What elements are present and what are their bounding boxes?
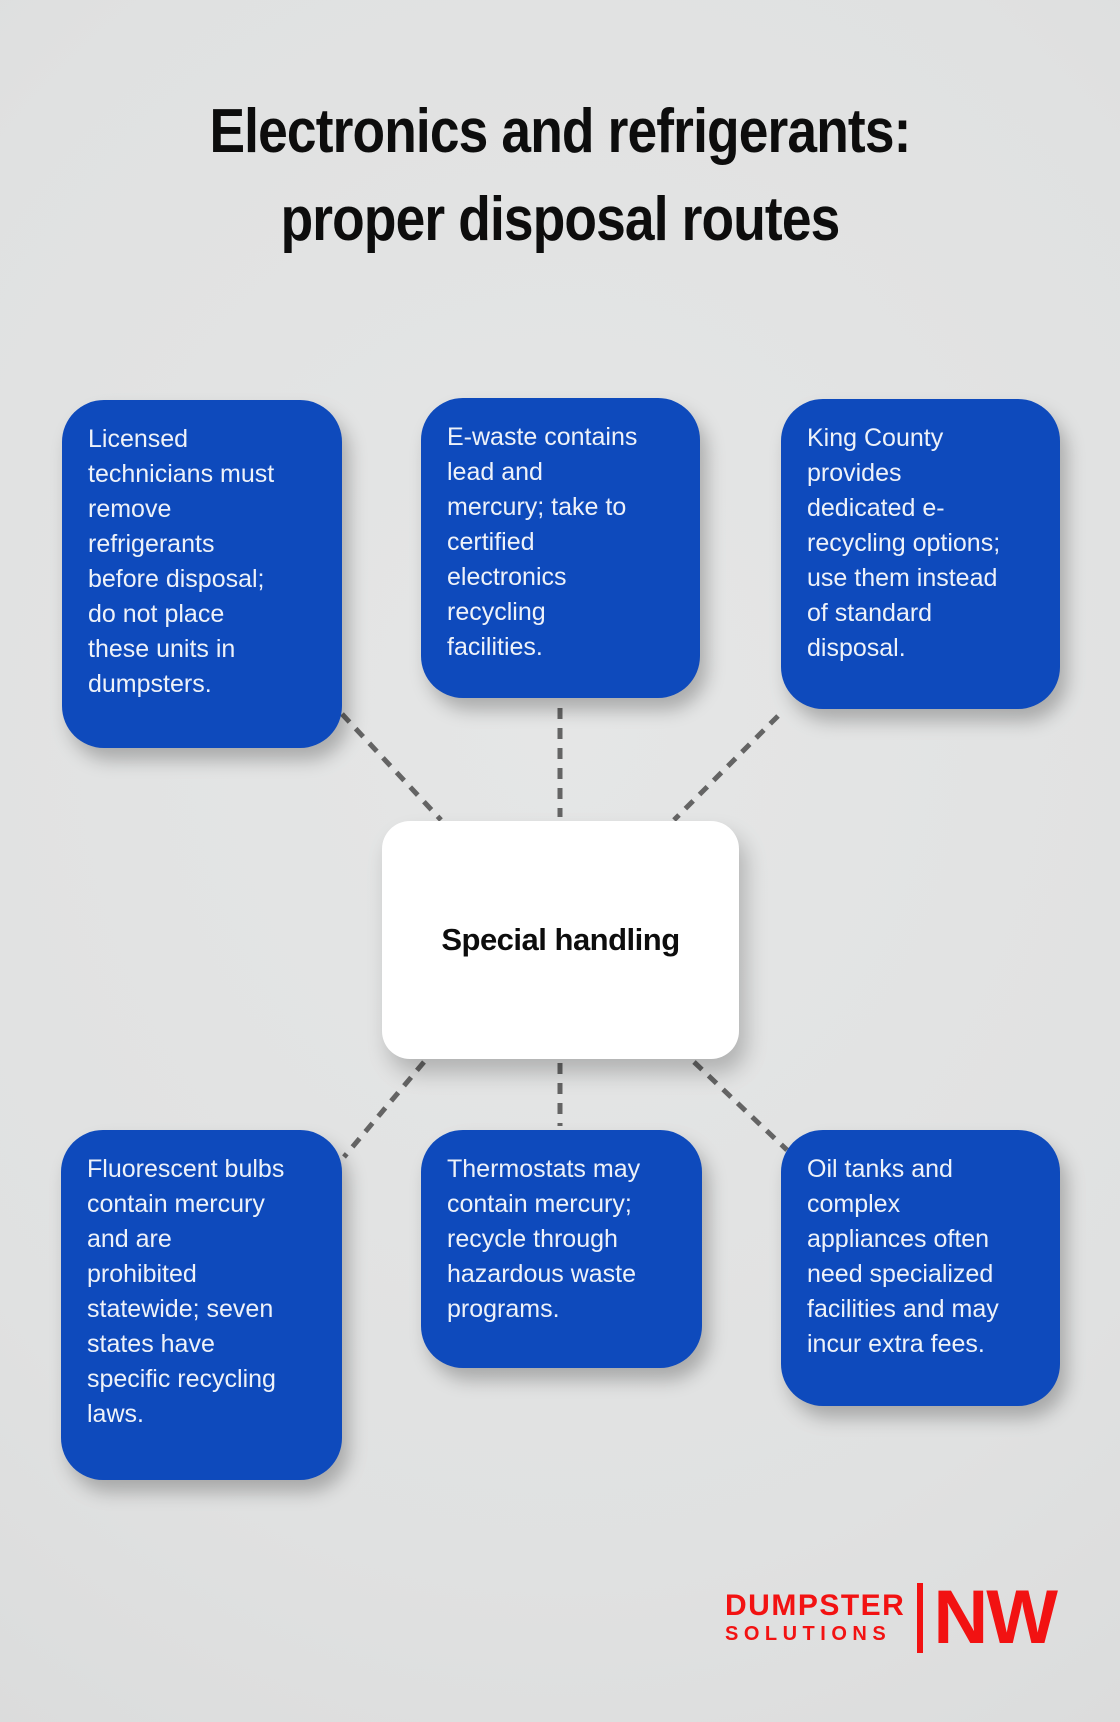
brand-logo: DUMPSTER SOLUTIONS NW xyxy=(725,1575,1058,1660)
connector-top-right xyxy=(672,714,780,822)
central-topic-label: Special handling xyxy=(441,922,680,957)
brand-logo-word-dumpster: DUMPSTER xyxy=(725,1589,906,1622)
page-title-line-1: Electronics and refrigerants: xyxy=(209,97,911,166)
node-top-middle: E-waste contains lead and mercury; take … xyxy=(421,398,700,698)
node-bottom-right: Oil tanks and complex appliances often n… xyxy=(781,1130,1060,1406)
connector-top-left xyxy=(340,712,443,822)
logo-divider-bar xyxy=(917,1583,924,1653)
node-bottom-middle: Thermostats may contain mercury; recycle… xyxy=(421,1130,702,1368)
page-title: Electronics and refrigerants: proper dis… xyxy=(78,88,1041,264)
connector-bottom-left xyxy=(342,1060,426,1159)
central-topic-node: Special handling xyxy=(382,821,739,1059)
brand-logo-word-solutions: SOLUTIONS xyxy=(725,1623,892,1645)
connector-bottom-right xyxy=(692,1060,789,1152)
page-title-line-2: proper disposal routes xyxy=(280,185,841,254)
node-top-left: Licensed technicians must remove refrige… xyxy=(62,400,342,748)
brand-logo-wordmark: DUMPSTER SOLUTIONS xyxy=(725,1590,905,1646)
node-top-right: King County provides dedicated e- recycl… xyxy=(781,399,1060,709)
brand-logo-word-nw: NW xyxy=(933,1575,1058,1660)
node-bottom-left: Fluorescent bulbs contain mercury and ar… xyxy=(61,1130,342,1480)
